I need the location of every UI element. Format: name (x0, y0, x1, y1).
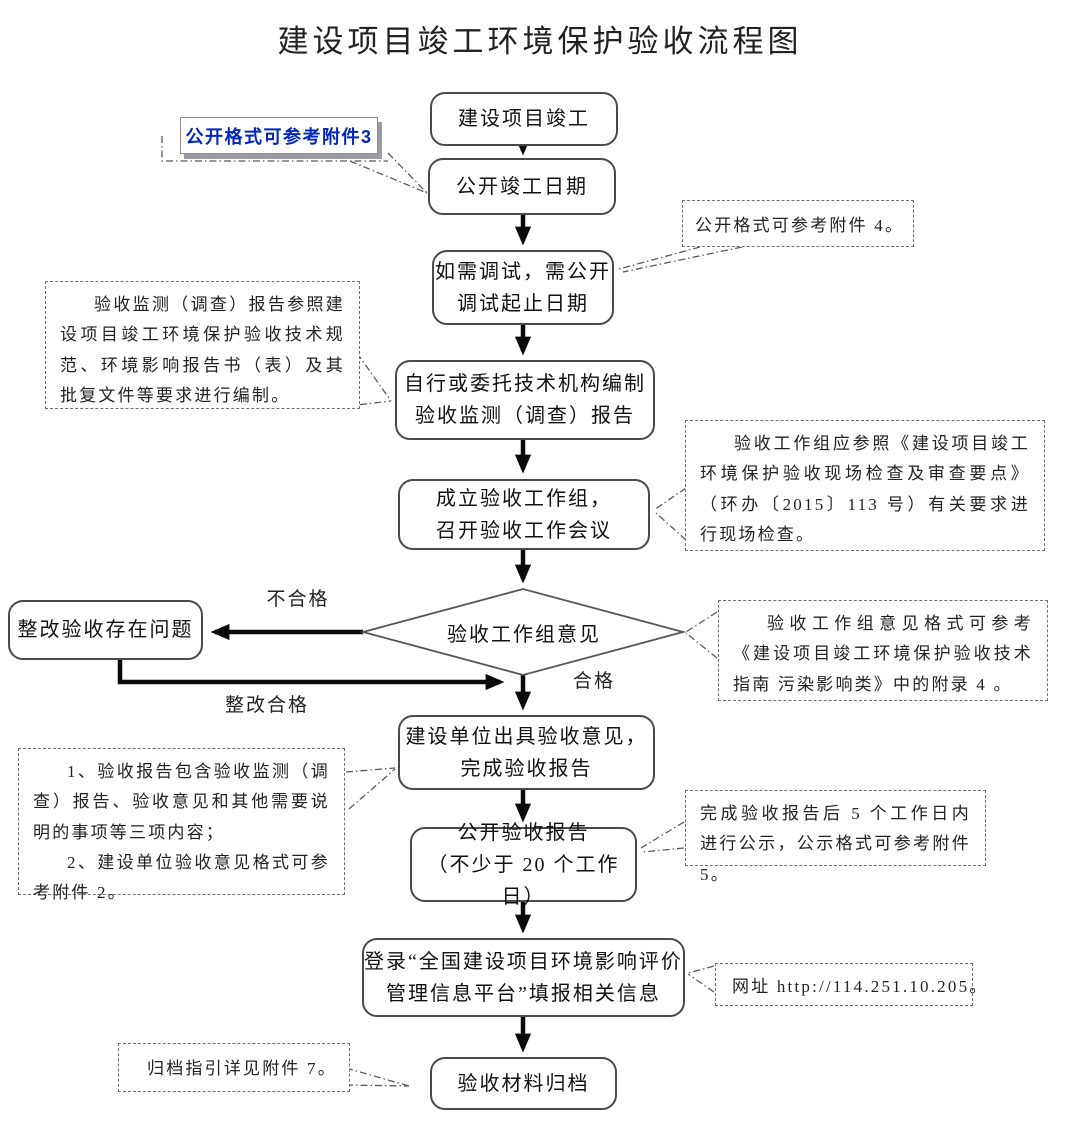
callout-opinion-format: 验收工作组意见格式可参考《建设项目竣工环境保护验收技术指南 污染影响类》中的附录… (718, 600, 1048, 701)
decision-diamond-label: 验收工作组意见 (447, 623, 601, 646)
edge-label-fail: 不合格 (266, 589, 330, 610)
callout-report-contents: 1、验收报告包含验收监测（调查）报告、验收意见和其他需要说明的事项等三项内容； … (18, 748, 345, 902)
callout-monitor-basis: 验收监测（调查）报告参照建设项目竣工环境保护验收技术规范、环境影响报告书（表）及… (45, 281, 360, 409)
callout-attachment4: 公开格式可参考附件 4。 (682, 200, 914, 247)
flow-node-compile-report: 自行或委托技术机构编制 验收监测（调查）报告 (395, 360, 655, 440)
callout-report-item1: 1、验收报告包含验收监测（调查）报告、验收意见和其他需要说明的事项等三项内容； (33, 762, 330, 842)
flow-arrows (117, 136, 532, 1053)
edge-label-rework-pass: 整改合格 (224, 695, 309, 716)
flow-node-workgroup: 成立验收工作组， 召开验收工作会议 (398, 479, 650, 550)
flow-node-issue-opinion: 建设单位出具验收意见， 完成验收报告 (398, 715, 655, 790)
page-title: 建设项目竣工环境保护验收流程图 (277, 24, 803, 59)
flow-node-start: 建设项目竣工 (430, 92, 618, 146)
callout-website: 网址 http://114.251.10.205。 (715, 963, 986, 1006)
callout-publicity5: 完成验收报告后 5 个工作日内进行公示，公示格式可参考附件 5。 (685, 790, 986, 884)
callout-leader-lines (161, 136, 743, 1087)
flow-node-publish-date: 公开竣工日期 (428, 158, 616, 215)
decision-diamond-shape (359, 588, 687, 676)
edge-label-pass: 合格 (572, 671, 615, 692)
callout-attachment3: 公开格式可参考附件3 (180, 117, 378, 154)
flow-node-debug: 如需调试，需公开 调试起止日期 (432, 250, 614, 325)
callout-archive-guide: 归档指引详见附件 7。 (118, 1043, 350, 1092)
flow-node-publicize-report: 公开验收报告 （不少于 20 个工作日） (410, 822, 637, 908)
flow-node-rework: 整改验收存在问题 (8, 600, 203, 660)
callout-report-item2: 2、建设单位验收意见格式可参考附件 2。 (33, 852, 330, 902)
flow-node-archive: 验收材料归档 (430, 1057, 617, 1110)
flow-node-platform: 登录“全国建设项目环境影响评价 管理信息平台”填报相关信息 (362, 938, 685, 1017)
callout-site-check: 验收工作组应参照《建设项目竣工环境保护验收现场检查及审查要点》（环办〔2015〕… (685, 420, 1045, 551)
